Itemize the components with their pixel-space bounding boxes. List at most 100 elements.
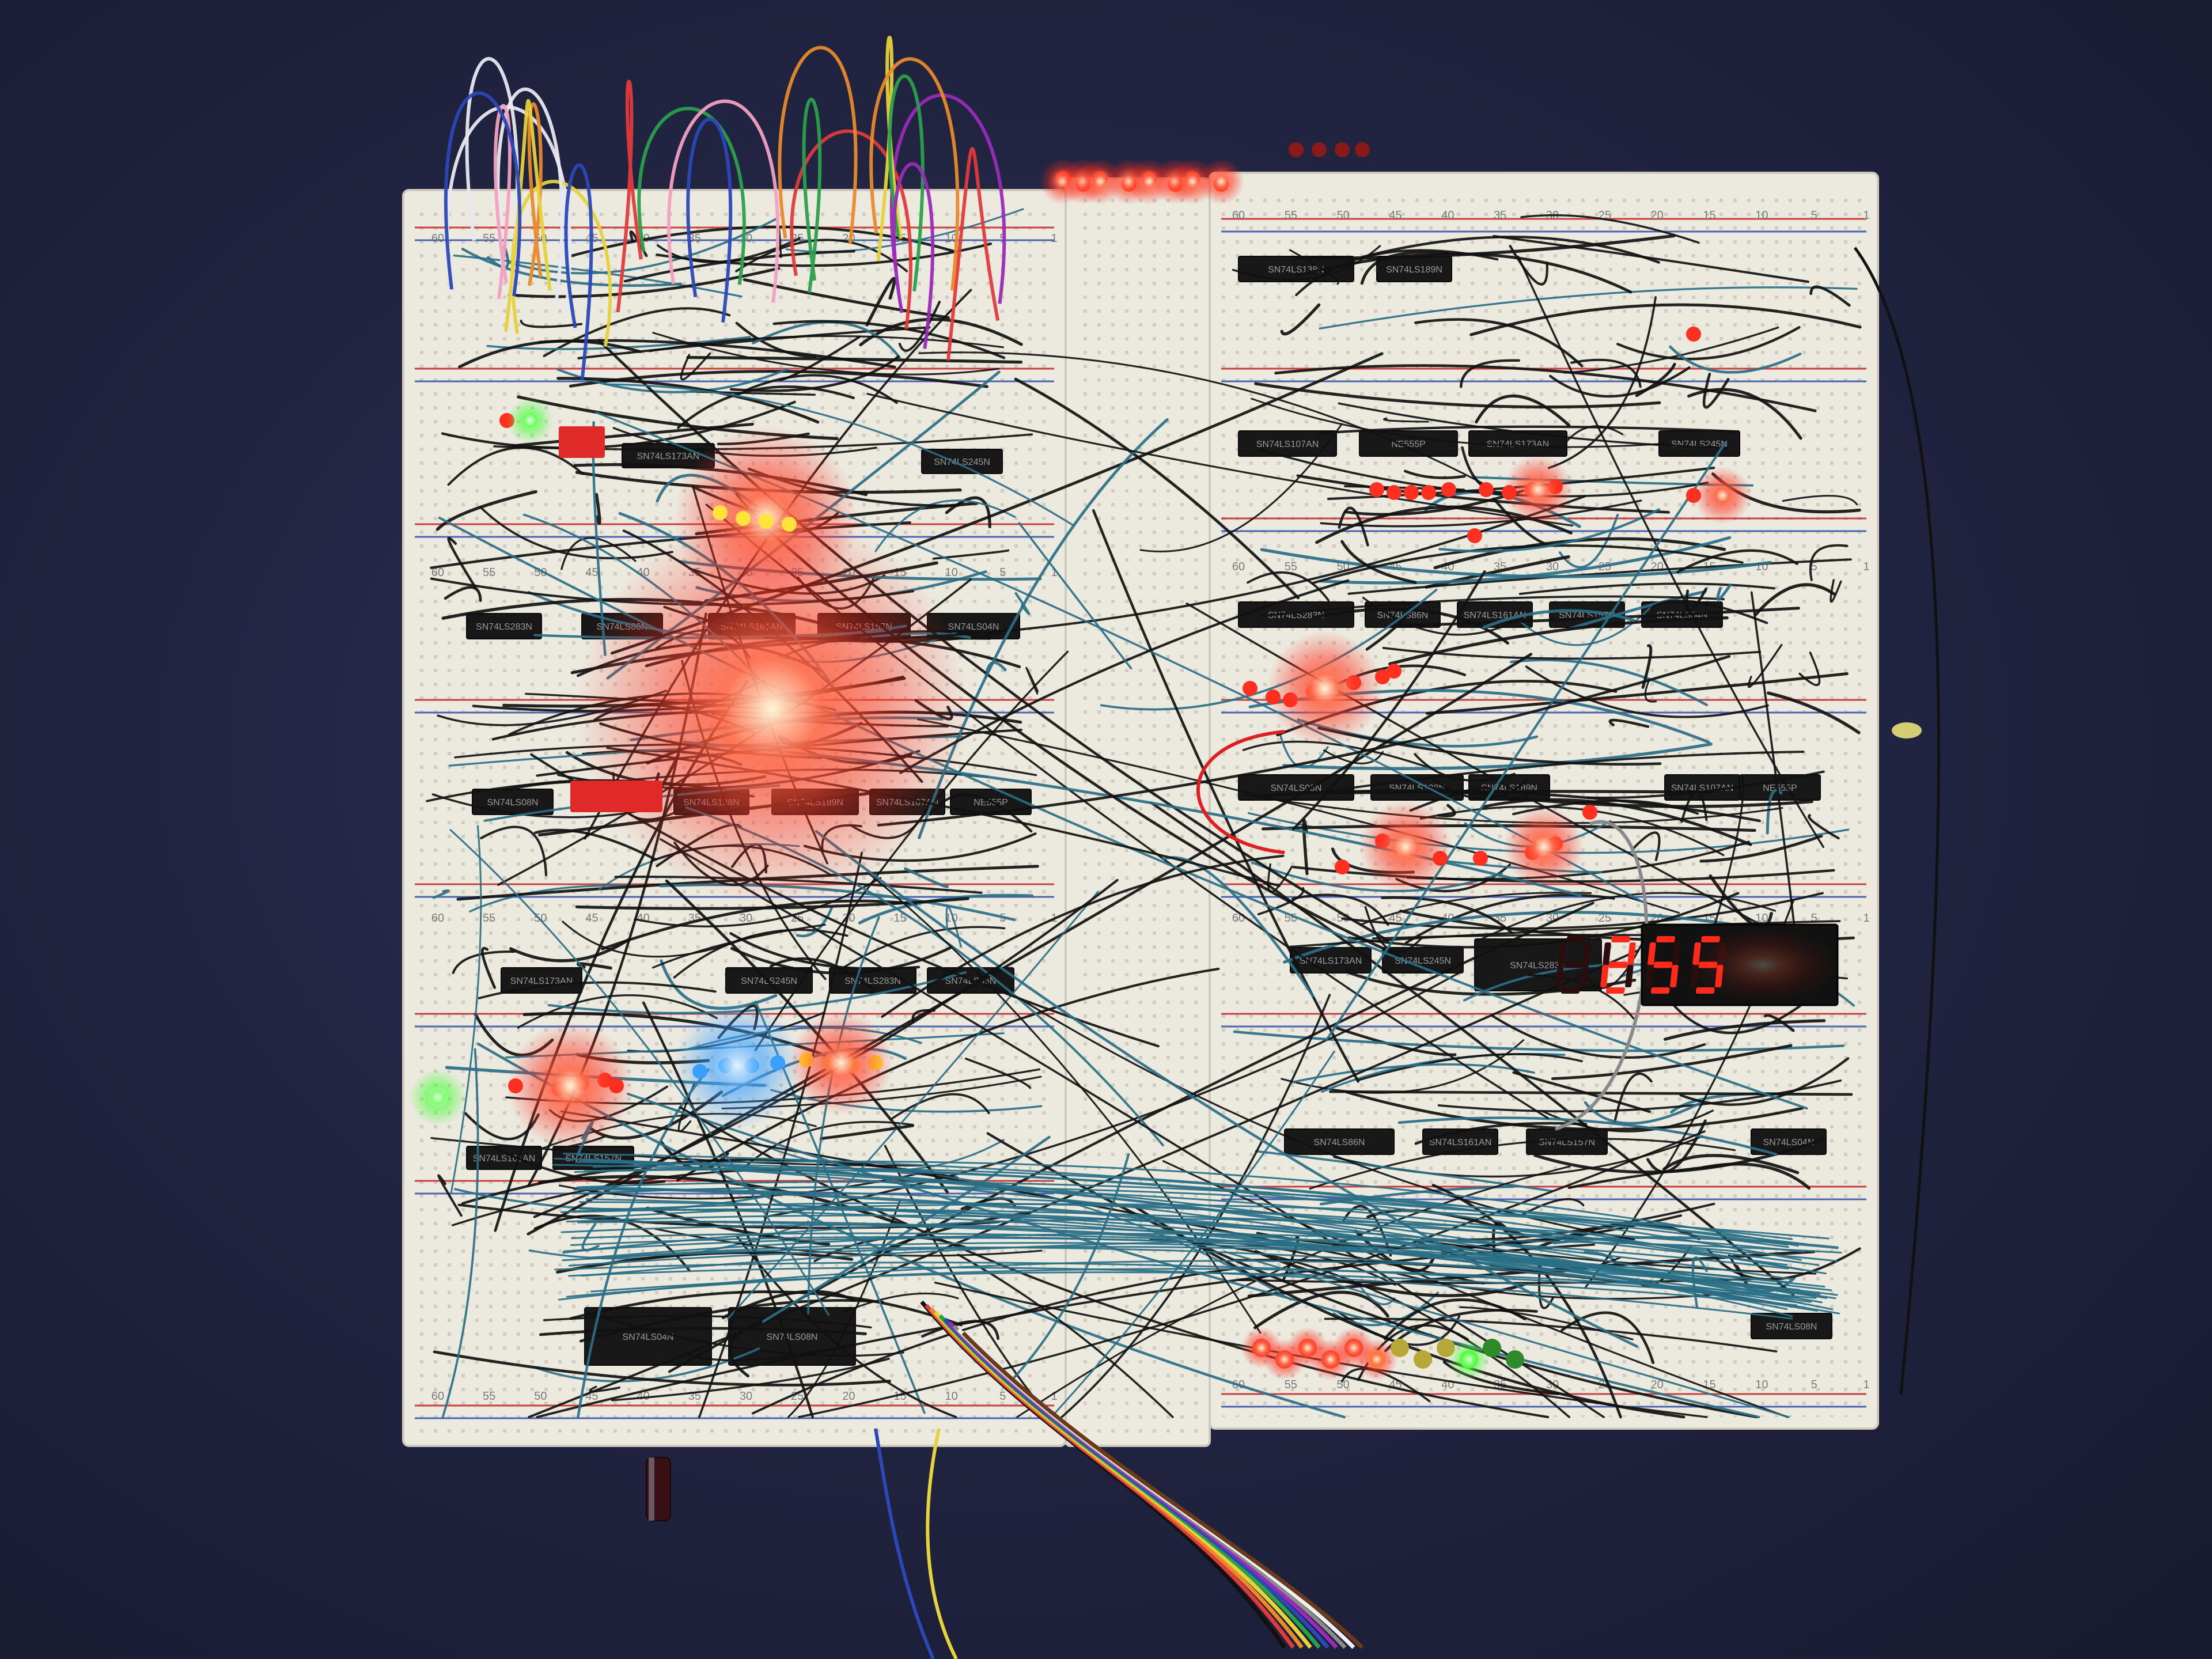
jumper-wire <box>1493 234 1809 283</box>
row-number: 5 <box>1811 1378 1817 1391</box>
jumper-wire <box>680 352 711 381</box>
red-led <box>1369 482 1384 497</box>
row-number: 40 <box>1441 209 1454 222</box>
ic-chip-label: SN74LS283N <box>844 976 901 986</box>
jumper-wire <box>1518 582 1776 595</box>
jumper-wire <box>568 1246 1789 1283</box>
jumper-wire <box>1018 522 1132 670</box>
jumper-wire <box>447 537 477 589</box>
jumper-wire <box>1382 417 1429 423</box>
bar-led-glow <box>1448 1339 1490 1380</box>
jumper-wire <box>1699 834 1823 863</box>
row-number: 10 <box>1755 1378 1768 1391</box>
colored-jumper-wire <box>667 99 780 304</box>
jumper-wire <box>673 929 849 979</box>
ic-chip-label: SN74LS173AN <box>637 452 700 461</box>
dip-switch[interactable] <box>570 781 662 812</box>
jumper-wire <box>1365 603 1412 651</box>
jumper-wire <box>1433 537 1726 570</box>
row-number: 5 <box>1811 912 1817 925</box>
colored-jumper-wire <box>778 46 858 244</box>
jumper-wire <box>1325 441 1726 1042</box>
electrolytic-capacitor <box>646 1457 671 1521</box>
bundle-wire <box>926 1428 958 1659</box>
jumper-wire <box>751 1266 1245 1415</box>
jumper-wire <box>1808 814 1840 840</box>
digit-blank-segment <box>1566 936 1585 942</box>
jumper-wire <box>1092 509 1359 1083</box>
row-number: 60 <box>1232 912 1245 925</box>
jumper-wire <box>566 1268 1817 1299</box>
colored-jumper-wire <box>802 97 822 293</box>
jumper-wire <box>1644 679 1657 703</box>
jumper-wire <box>1570 358 1642 388</box>
jumper-wire <box>433 1350 891 1387</box>
red-led-glow <box>1694 467 1751 524</box>
colored-jumper-wire <box>444 91 522 297</box>
jumper-wire <box>686 355 1023 364</box>
red-led <box>1243 681 1257 696</box>
jumper-wire <box>1253 1290 1389 1330</box>
row-number: 60 <box>1232 209 1245 222</box>
jumper-wire <box>891 1093 990 1120</box>
jumper-wire <box>539 1327 867 1336</box>
jumper-wire <box>1362 597 1529 636</box>
jumper-wire <box>1280 303 1321 336</box>
jumper-wire <box>660 959 778 1010</box>
jumper-wire <box>762 1135 1051 1323</box>
jumper-wire <box>453 254 743 298</box>
jumper-wire <box>1347 558 1852 595</box>
jumper-wire <box>1014 377 1300 600</box>
jumper-wire <box>844 1292 959 1313</box>
ic-chip <box>1382 947 1464 974</box>
jumper-wire <box>1005 1153 1130 1387</box>
jumper-wire <box>1767 691 1861 734</box>
jumper-wire <box>742 1120 914 1170</box>
jumper-wire <box>1404 893 1615 944</box>
jumper-wire <box>480 506 673 559</box>
digit-0-segment <box>1627 942 1636 965</box>
jumper-wire <box>480 946 497 989</box>
jumper-wire <box>1584 938 1646 989</box>
jumper-wire <box>1361 236 1660 264</box>
jumper-wire <box>604 383 1074 527</box>
red-led-glow <box>1198 158 1244 204</box>
jumper-wire <box>1260 548 1772 578</box>
big-red-glow <box>576 513 968 904</box>
jumper-wire <box>538 339 896 369</box>
red-led <box>1335 142 1350 157</box>
digit-blank-segment <box>1558 942 1566 965</box>
ic-chip <box>1751 1313 1832 1339</box>
row-number: 60 <box>431 912 444 925</box>
jumper-wire <box>1345 970 1637 996</box>
jumper-wire <box>592 1160 1799 1247</box>
digit-blank-segment <box>1555 965 1564 987</box>
digit-0-segment <box>1611 936 1630 942</box>
jumper-wire <box>1754 583 1836 616</box>
jumper-wire <box>1830 579 1842 603</box>
jumper-wire <box>1260 595 1725 618</box>
digit-1-segment <box>1647 942 1656 965</box>
row-number: 10 <box>1755 209 1768 222</box>
jumper-wire <box>1764 1014 1795 1032</box>
jumper-wire <box>1567 590 1707 631</box>
jumper-wire <box>1255 789 1761 823</box>
jumper-wire <box>698 851 863 1418</box>
jumper-wire <box>1247 571 1330 602</box>
jumper-wire <box>1296 474 1670 514</box>
jumper-wire <box>1344 489 1525 516</box>
dip-switch[interactable] <box>559 426 605 458</box>
row-number: 45 <box>585 566 598 579</box>
red-led-glow <box>1267 631 1382 746</box>
colored-jumper-wire <box>892 162 935 349</box>
jumper-wire <box>1646 1119 1707 1173</box>
jumper-wire <box>1291 1063 1535 1084</box>
digit-0-segment <box>1603 942 1611 965</box>
red-led <box>1312 142 1327 157</box>
bar-led-glow <box>1356 1339 1397 1380</box>
digit-0-segment <box>1625 965 1634 987</box>
digit-blank-segment <box>1582 942 1591 965</box>
digit-blank-segment <box>1580 965 1589 987</box>
jumper-wire <box>461 248 682 287</box>
green-led-glow <box>507 397 553 444</box>
